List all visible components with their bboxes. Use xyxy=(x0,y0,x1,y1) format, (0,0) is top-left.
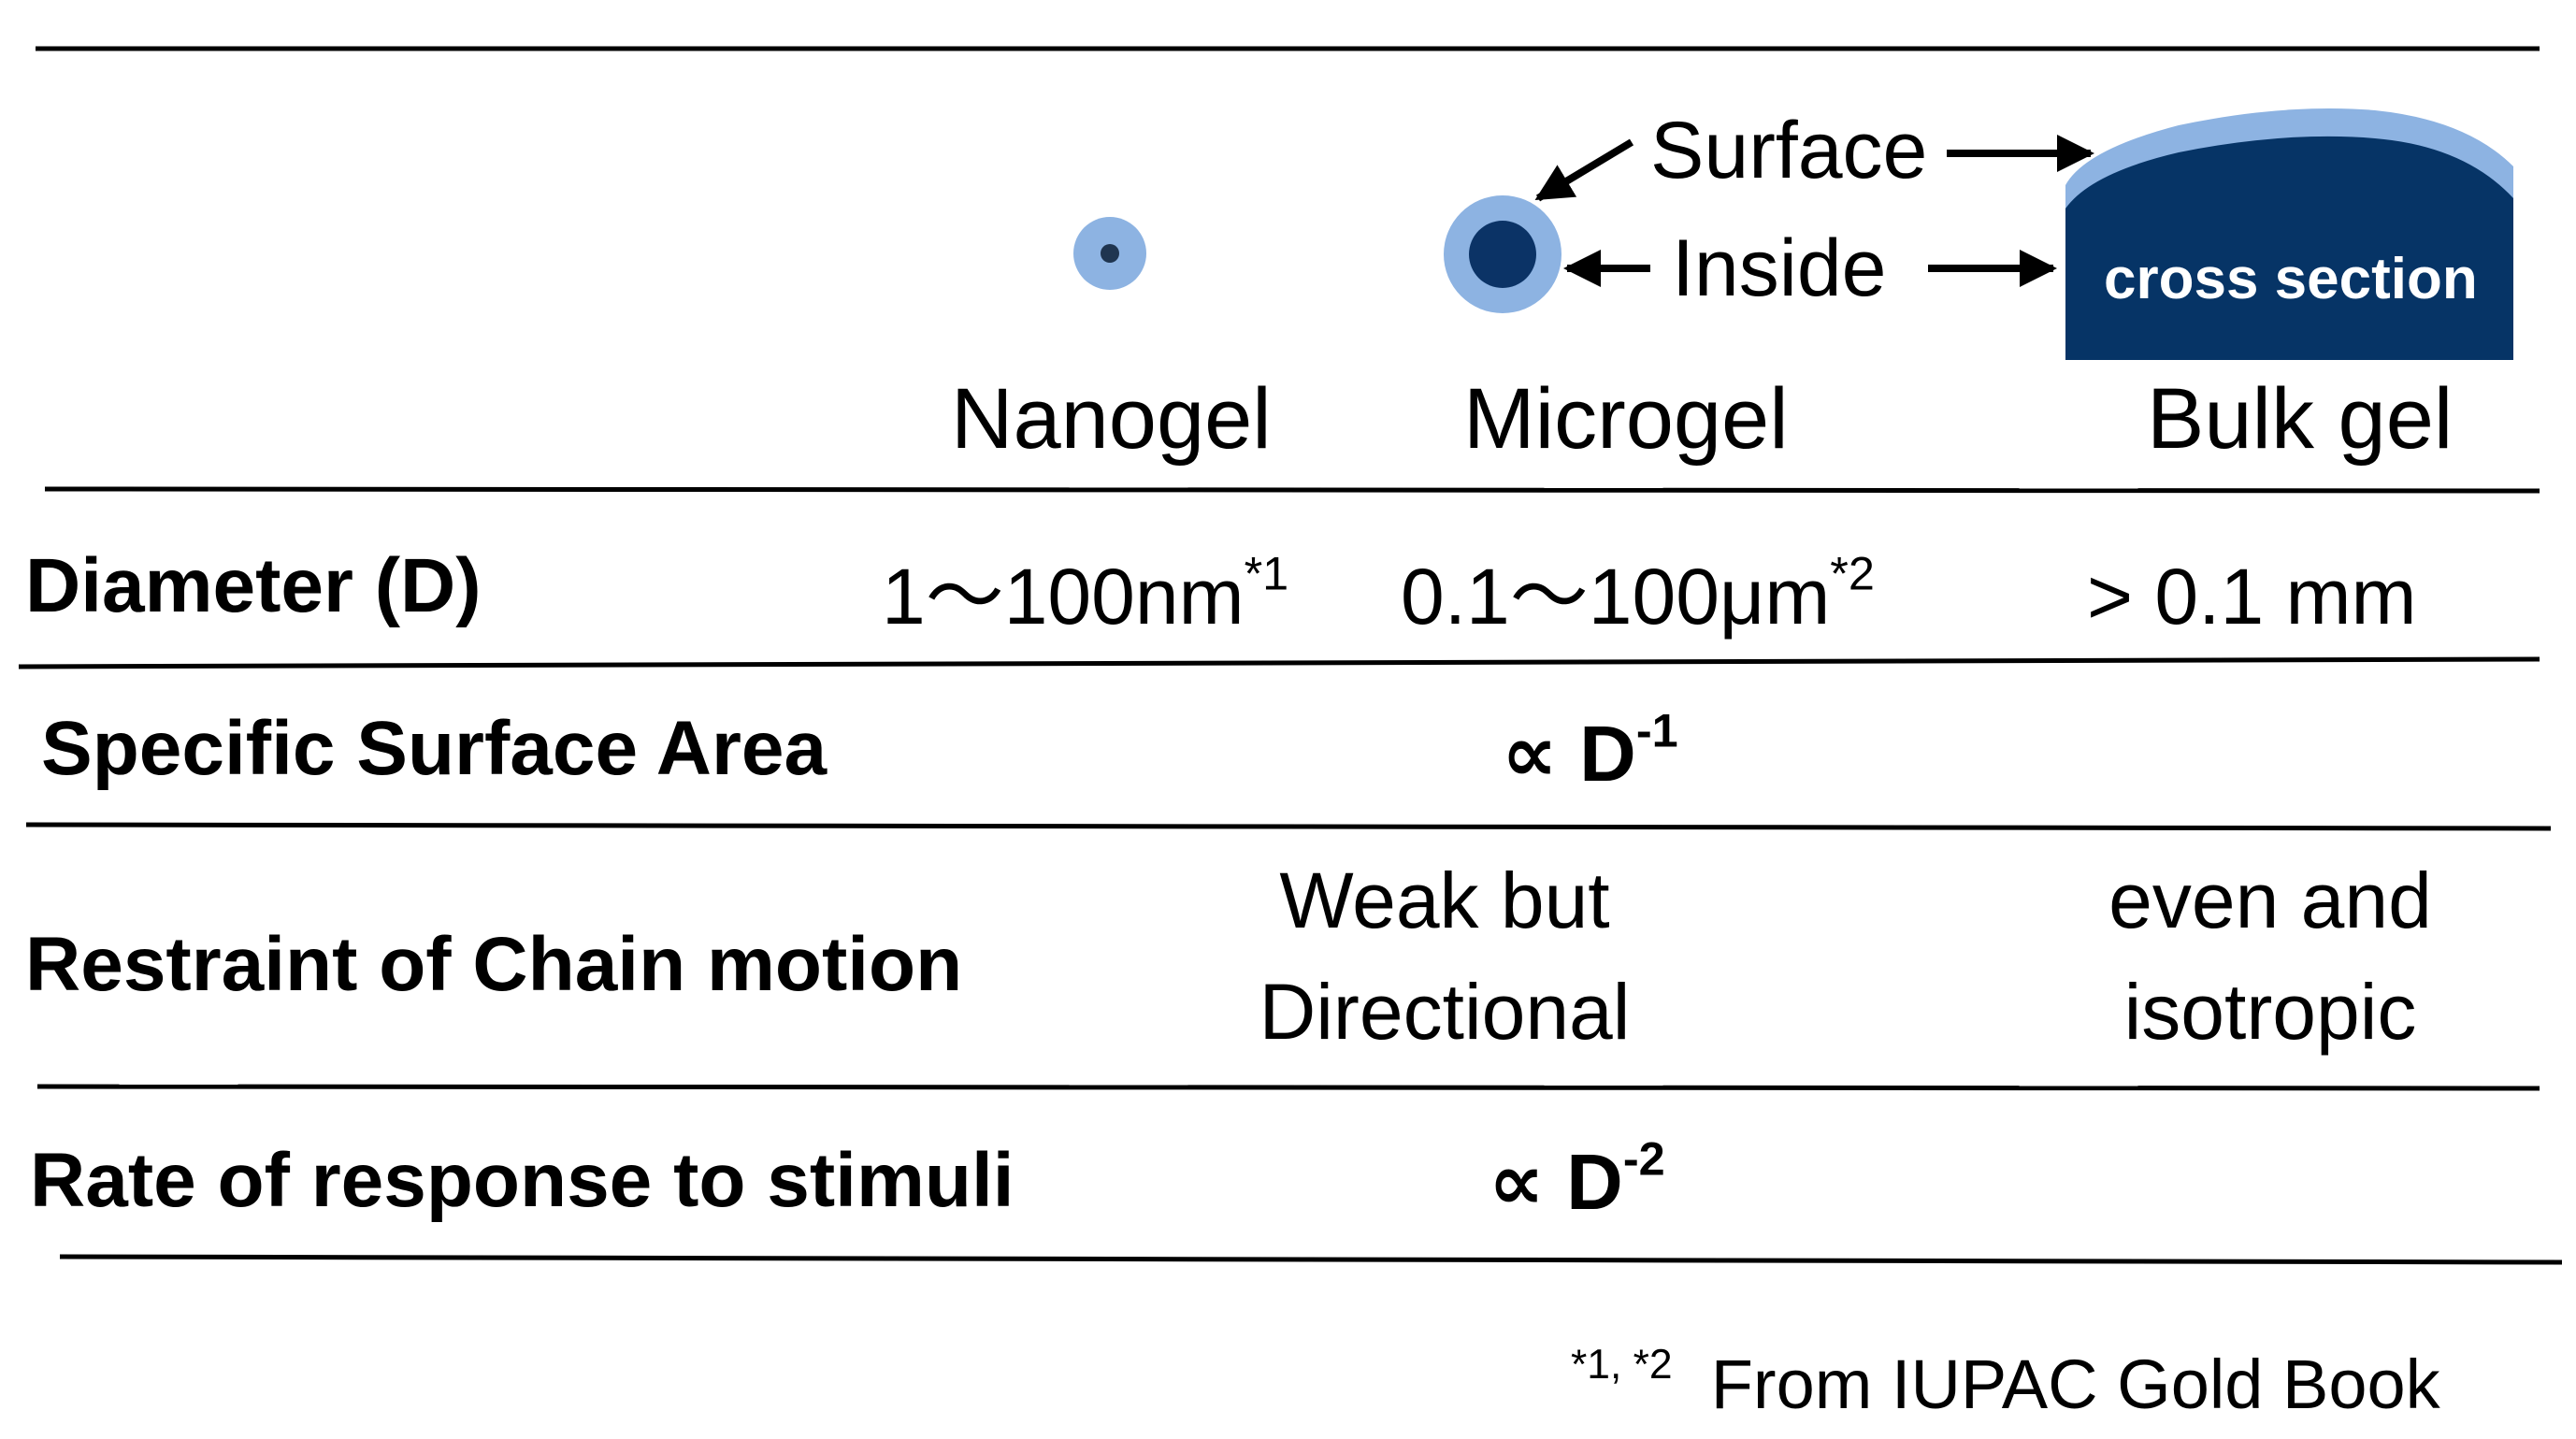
surface-area-row-rule xyxy=(25,822,2552,831)
microgel-particle-icon xyxy=(1444,195,1561,313)
column-header-nanogel: Nanogel xyxy=(951,371,1272,467)
bottom-rule xyxy=(59,1254,2563,1265)
nanogel-diameter-value: 1～100nm*1 xyxy=(882,546,1289,640)
inside-label: Inside xyxy=(1672,223,1887,313)
row-label-response-rate: Rate of response to stimuli xyxy=(30,1138,1015,1223)
chain-motion-row-rule xyxy=(36,1084,2540,1091)
footnote: *1, *2 From IUPAC Gold Book xyxy=(1571,1344,2440,1419)
nanogel-diameter-note: *1 xyxy=(1244,546,1289,600)
footnote-text: From IUPAC Gold Book xyxy=(1710,1345,2440,1423)
cross-section-label: cross section xyxy=(2104,247,2478,311)
response-rate-exponent: -2 xyxy=(1622,1131,1665,1186)
surface-area-relation: ∝ D-1 xyxy=(1502,703,1678,798)
response-rate-relation: ∝ D-2 xyxy=(1489,1131,1665,1226)
surface-left-arrow xyxy=(1534,138,1634,202)
bulk-diameter-value: > 0.1 mm xyxy=(2087,553,2417,640)
nanogel-particle-icon xyxy=(1073,217,1146,290)
bulk-chain-motion-value: even and isotropic xyxy=(2108,845,2432,1069)
footnote-marks: *1, *2 xyxy=(1571,1342,1673,1389)
microgel-chain-motion-line-2: Directional xyxy=(1259,968,1631,1057)
microgel-diameter-note: *2 xyxy=(1830,546,1875,600)
microgel-chain-motion-line-1: Weak but xyxy=(1279,856,1610,944)
row-label-chain-motion: Restraint of Chain motion xyxy=(25,922,963,1007)
microgel-diameter-value: 0.1～100μm*2 xyxy=(1401,546,1875,640)
surface-area-exponent: -1 xyxy=(1635,703,1678,757)
column-header-bulk-gel: Bulk gel xyxy=(2147,371,2454,467)
bulk-chain-motion-line-2: isotropic xyxy=(2123,968,2417,1057)
bulk-gel-cross-section-icon xyxy=(2065,108,2513,360)
diameter-row-rule xyxy=(18,656,2540,669)
header-rule xyxy=(44,486,2540,494)
row-label-specific-surface-area: Specific Surface Area xyxy=(41,706,827,791)
surface-label: Surface xyxy=(1650,106,1928,195)
bulk-chain-motion-line-1: even and xyxy=(2108,856,2432,944)
row-label-diameter: Diameter (D) xyxy=(25,543,482,628)
column-header-microgel: Microgel xyxy=(1463,371,1789,467)
